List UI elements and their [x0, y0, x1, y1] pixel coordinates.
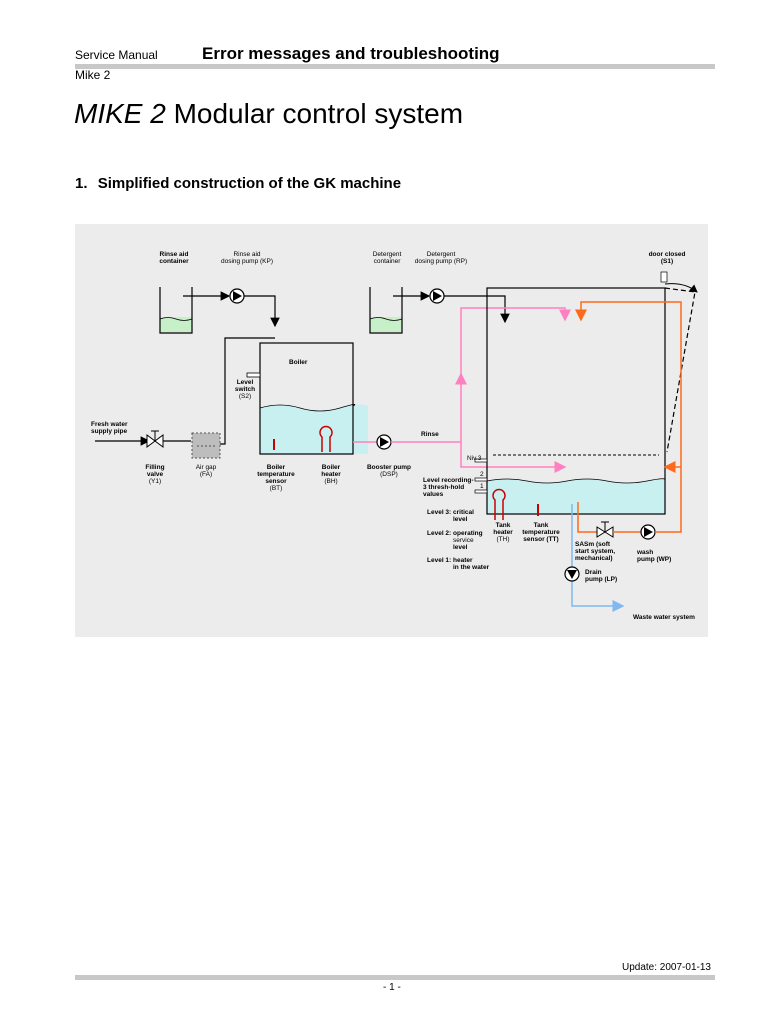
air-gap-label: Air gap(FA)	[196, 464, 217, 478]
boiler-tank	[246, 342, 368, 455]
rinse-aid-container	[159, 287, 193, 334]
door-arrow	[664, 283, 698, 293]
airgap-to-boiler-line	[220, 337, 275, 445]
boiler-temp-sensor-icon	[273, 439, 275, 450]
rinse-label: Rinse	[421, 431, 439, 438]
footer-rule	[75, 975, 715, 980]
page-title-italic: MIKE 2	[74, 98, 166, 129]
section-number: 1.	[75, 175, 88, 192]
page-title: MIKE 2 Modular control system	[74, 98, 463, 130]
wash-arm-top	[575, 301, 682, 533]
header-rule	[75, 64, 715, 69]
detergent-container	[369, 287, 403, 334]
door-switch-icon	[660, 271, 668, 283]
boiler-label: Boiler	[289, 359, 308, 366]
tank-heater-icon	[492, 488, 506, 520]
rinse-aid-pump-icon	[229, 288, 245, 304]
header-title: Error messages and troubleshooting	[202, 44, 500, 63]
booster-pump-label: Booster pump(DSP)	[367, 464, 411, 478]
door-line	[664, 287, 696, 453]
drain-line	[571, 504, 625, 612]
page-number: - 1 -	[383, 982, 401, 993]
header-subtitle: Mike 2	[75, 68, 111, 82]
level-switch-icon	[246, 372, 261, 378]
detergent-line-2	[444, 295, 510, 324]
level-sensor-2	[474, 477, 488, 482]
drain-pump-icon	[564, 566, 580, 582]
boiler-heater-icon	[319, 425, 333, 452]
page-title-rest: Modular control system	[165, 98, 464, 129]
update-date: Update: 2007-01-13	[622, 962, 711, 973]
wash-tank	[474, 287, 666, 520]
rinse-aid-line-2	[244, 295, 280, 328]
level-sensor-1	[474, 489, 488, 494]
niv3-label: Niv.3	[467, 455, 482, 462]
detergent-pump-icon	[429, 288, 445, 304]
wash-suction-line	[577, 502, 605, 533]
section-heading: 1. Simplified construction of the GK mac…	[75, 175, 401, 192]
door-closed-label: door closed(S1)	[649, 251, 686, 265]
wash-pump-icon	[640, 524, 656, 540]
rinse-arm-bottom	[460, 442, 567, 473]
waste-water-label: Waste water system	[633, 614, 695, 621]
level-2-mark: 2	[480, 471, 484, 478]
rinse-arm-top	[460, 307, 571, 374]
sasm-valve-icon	[596, 521, 614, 538]
section-title: Simplified construction of the GK machin…	[97, 175, 402, 192]
booster-pump-icon	[376, 434, 392, 450]
tank-temp-sensor-icon	[537, 504, 539, 516]
level-sensor-3	[474, 458, 488, 463]
level-1-mark: 1	[480, 483, 484, 490]
header-left-label: Service Manual	[75, 48, 158, 62]
filling-valve-icon	[146, 430, 164, 448]
